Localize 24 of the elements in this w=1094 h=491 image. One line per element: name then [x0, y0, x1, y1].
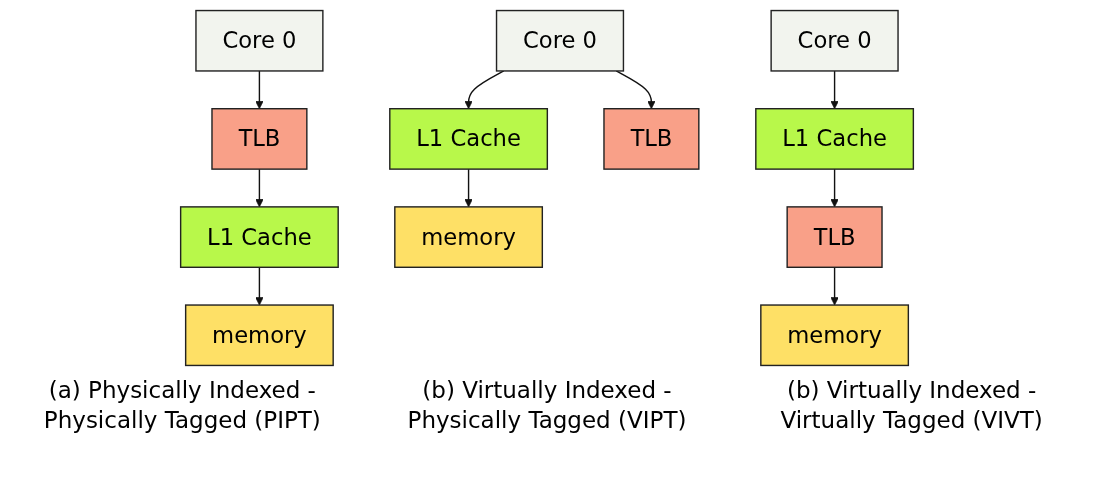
node-box: L1 Cache	[179, 205, 339, 268]
arrow	[255, 69, 264, 109]
caption-text: (b) Virtually Indexed - Physically Tagged (VIPT)	[406, 376, 688, 435]
node-box: Core 0	[495, 9, 625, 72]
arrow	[615, 69, 656, 109]
node-box: TLB	[786, 205, 883, 268]
caption-text: (a) Physically Indexed - Physically Tagged (PIPT)	[42, 376, 322, 435]
node-box: L1 Cache	[389, 107, 549, 170]
node-box: Core 0	[195, 9, 324, 72]
node-box: TLB	[603, 107, 700, 170]
arrow	[255, 167, 264, 207]
arrow	[830, 167, 839, 207]
node-box: L1 Cache	[755, 107, 915, 170]
node-box: memory	[394, 205, 544, 268]
arrow	[464, 69, 505, 109]
arrow	[255, 266, 264, 305]
node-box: TLB	[211, 107, 308, 170]
arrow	[830, 266, 839, 305]
arrow	[464, 167, 473, 207]
node-box: memory	[184, 303, 334, 366]
node-box: Core 0	[770, 9, 899, 72]
arrow	[830, 69, 839, 109]
caption-text: (b) Virtually Indexed - Virtually Tagged (VIVT)	[779, 376, 1044, 435]
node-box: memory	[760, 303, 910, 366]
